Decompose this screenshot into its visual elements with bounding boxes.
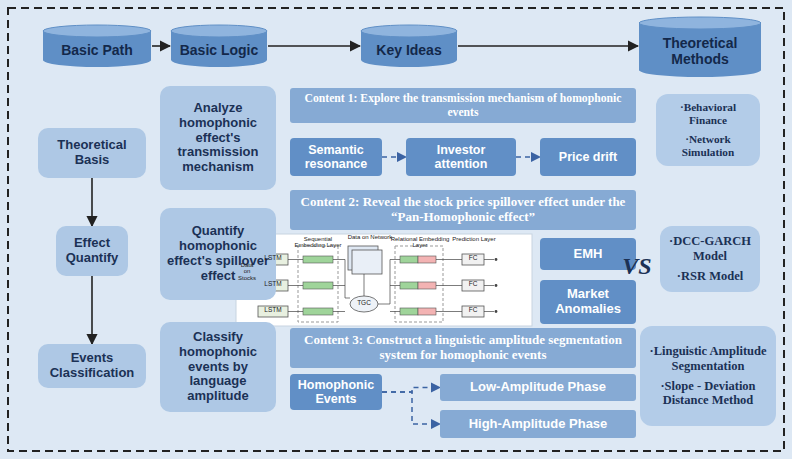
node-text: Content 1: Explore the transmission mech… bbox=[296, 92, 630, 119]
node-text: Basic Path bbox=[61, 42, 133, 58]
node-text: Content 3: Construct a linguistic amplit… bbox=[296, 333, 630, 363]
dashed-arrow bbox=[382, 392, 440, 424]
event-box: Homophonic Events bbox=[290, 374, 382, 410]
fc-cell bbox=[462, 280, 484, 291]
layer-frame bbox=[298, 246, 338, 322]
flow-arrow bbox=[268, 45, 360, 47]
cylinder-top bbox=[361, 25, 457, 37]
flow-arrow bbox=[152, 45, 170, 47]
node-text: Investor attention bbox=[412, 143, 510, 172]
dashed-arrow bbox=[382, 156, 406, 158]
tgc-node bbox=[350, 296, 378, 312]
path-box: Theoretical Basis bbox=[38, 128, 146, 178]
figure-wires bbox=[288, 260, 494, 312]
vs-text: VS bbox=[612, 254, 662, 284]
logic-box: Analyze homophonic effect's transmission… bbox=[160, 86, 276, 190]
stage-cylinder: Key Ideas bbox=[360, 24, 458, 68]
figure-ground bbox=[236, 234, 532, 326]
logic-box: Quantify homophonic effect's spillover e… bbox=[160, 208, 276, 300]
process-box: Investor attention bbox=[406, 138, 516, 176]
cell-name: LSTM bbox=[258, 255, 288, 265]
node-text: EMH bbox=[574, 247, 603, 262]
network-cube bbox=[352, 250, 382, 274]
cell-name: FC bbox=[462, 307, 484, 317]
cylinder-top bbox=[639, 17, 761, 29]
content-bar: Content 1: Explore the transmission mech… bbox=[290, 88, 636, 123]
embedding-bar bbox=[418, 308, 436, 315]
node-text: ·Network Simulation bbox=[662, 133, 754, 159]
node-text: ·Slope - Deviation Distance Method bbox=[646, 379, 770, 408]
cylinder-top bbox=[43, 25, 151, 37]
node-text: Effect Quantify bbox=[62, 236, 122, 266]
flow-arrow bbox=[91, 178, 93, 226]
node-text: Market Anomalies bbox=[546, 287, 630, 317]
node-text: Low-Amplitude Phase bbox=[470, 380, 606, 395]
fc-cell bbox=[462, 306, 484, 317]
phase-bar: High-Amplitude Phase bbox=[440, 410, 636, 438]
cell-name: FC bbox=[462, 281, 484, 291]
method-box: ·Linguistic Amplitude Segmentation ·Slope… bbox=[640, 326, 776, 426]
layer-name: Relational Embedding Layer bbox=[390, 236, 450, 252]
dashed-arrow bbox=[516, 156, 540, 158]
cylinder-top bbox=[171, 25, 267, 37]
embedding-bar bbox=[418, 282, 436, 289]
embedding-bar bbox=[303, 282, 333, 289]
cell-name: LSTM bbox=[258, 307, 288, 317]
node-text: Price drift bbox=[559, 150, 617, 164]
node-text: Content 2: Reveal the stock price spillo… bbox=[296, 195, 630, 225]
process-box: Price drift bbox=[540, 138, 636, 176]
node-text: ·Linguistic Amplitude Segmentation bbox=[646, 344, 770, 373]
content-bar: Content 3: Construct a linguistic amplit… bbox=[290, 328, 636, 368]
node-text: Key Ideas bbox=[376, 42, 441, 58]
embedding-bar bbox=[303, 256, 333, 263]
embedding-bar bbox=[400, 282, 418, 289]
node-text: ·DCC-GARCH Model bbox=[666, 234, 754, 263]
flow-arrow bbox=[91, 276, 93, 344]
method-box: ·DCC-GARCH Model ·RSR Model bbox=[660, 226, 760, 292]
theory-box: Market Anomalies bbox=[540, 280, 636, 324]
model-illustration bbox=[236, 234, 532, 326]
cylinder-body bbox=[639, 23, 761, 77]
theory-box: EMH bbox=[540, 238, 636, 270]
flow-arrow bbox=[458, 45, 638, 47]
phase-bar: Low-Amplitude Phase bbox=[440, 374, 636, 401]
embedding-bar bbox=[400, 256, 418, 263]
node-text: Classify homophonic events by language a… bbox=[166, 330, 270, 405]
layer-name: Prediction Layer bbox=[452, 236, 496, 252]
node-text: Semantic resonance bbox=[296, 143, 376, 172]
logic-box: Classify homophonic events by language a… bbox=[160, 322, 276, 412]
embedding-bar bbox=[418, 256, 436, 263]
figure-caption: Data on Stocks bbox=[237, 262, 257, 284]
figure-caption: Data on Network bbox=[344, 234, 396, 244]
process-box: Semantic resonance bbox=[290, 138, 382, 176]
layer-name: Sequential Embedding Layer bbox=[290, 236, 346, 252]
dashed-frame bbox=[8, 8, 784, 451]
cell-name: FC bbox=[462, 255, 484, 265]
cell-name: TGC bbox=[350, 300, 378, 309]
node-text: Events Classification bbox=[44, 351, 140, 381]
stage-cylinder: Basic Path bbox=[42, 24, 152, 68]
node-text: Basic Logic bbox=[180, 42, 259, 58]
cell-name: LSTM bbox=[258, 281, 288, 291]
node-text: Homophonic Events bbox=[296, 378, 376, 407]
stage-cylinder: Theoretical Methods bbox=[638, 16, 762, 78]
fc-cell bbox=[462, 254, 484, 265]
path-box: Events Classification bbox=[38, 344, 146, 388]
node-text: ·RSR Model bbox=[677, 269, 743, 283]
embedding-bar bbox=[303, 308, 333, 315]
node-text: ·Behavioral Finance bbox=[662, 101, 754, 127]
figure-arrow-dots bbox=[272, 258, 497, 313]
node-text: High-Amplitude Phase bbox=[469, 417, 608, 432]
method-box: ·Behavioral Finance ·Network Simulation bbox=[656, 94, 760, 166]
lstm-cell bbox=[258, 306, 288, 317]
node-text: Analyze homophonic effect's transmission… bbox=[166, 101, 270, 176]
path-box: Effect Quantify bbox=[56, 226, 128, 276]
embedding-bar bbox=[400, 308, 418, 315]
node-text: Theoretical Basis bbox=[44, 138, 140, 168]
content-bar: Content 2: Reveal the stock price spillo… bbox=[290, 190, 636, 230]
node-text: Theoretical Methods bbox=[644, 35, 756, 67]
layer-frame bbox=[395, 246, 443, 322]
stage-cylinder: Basic Logic bbox=[170, 24, 268, 68]
